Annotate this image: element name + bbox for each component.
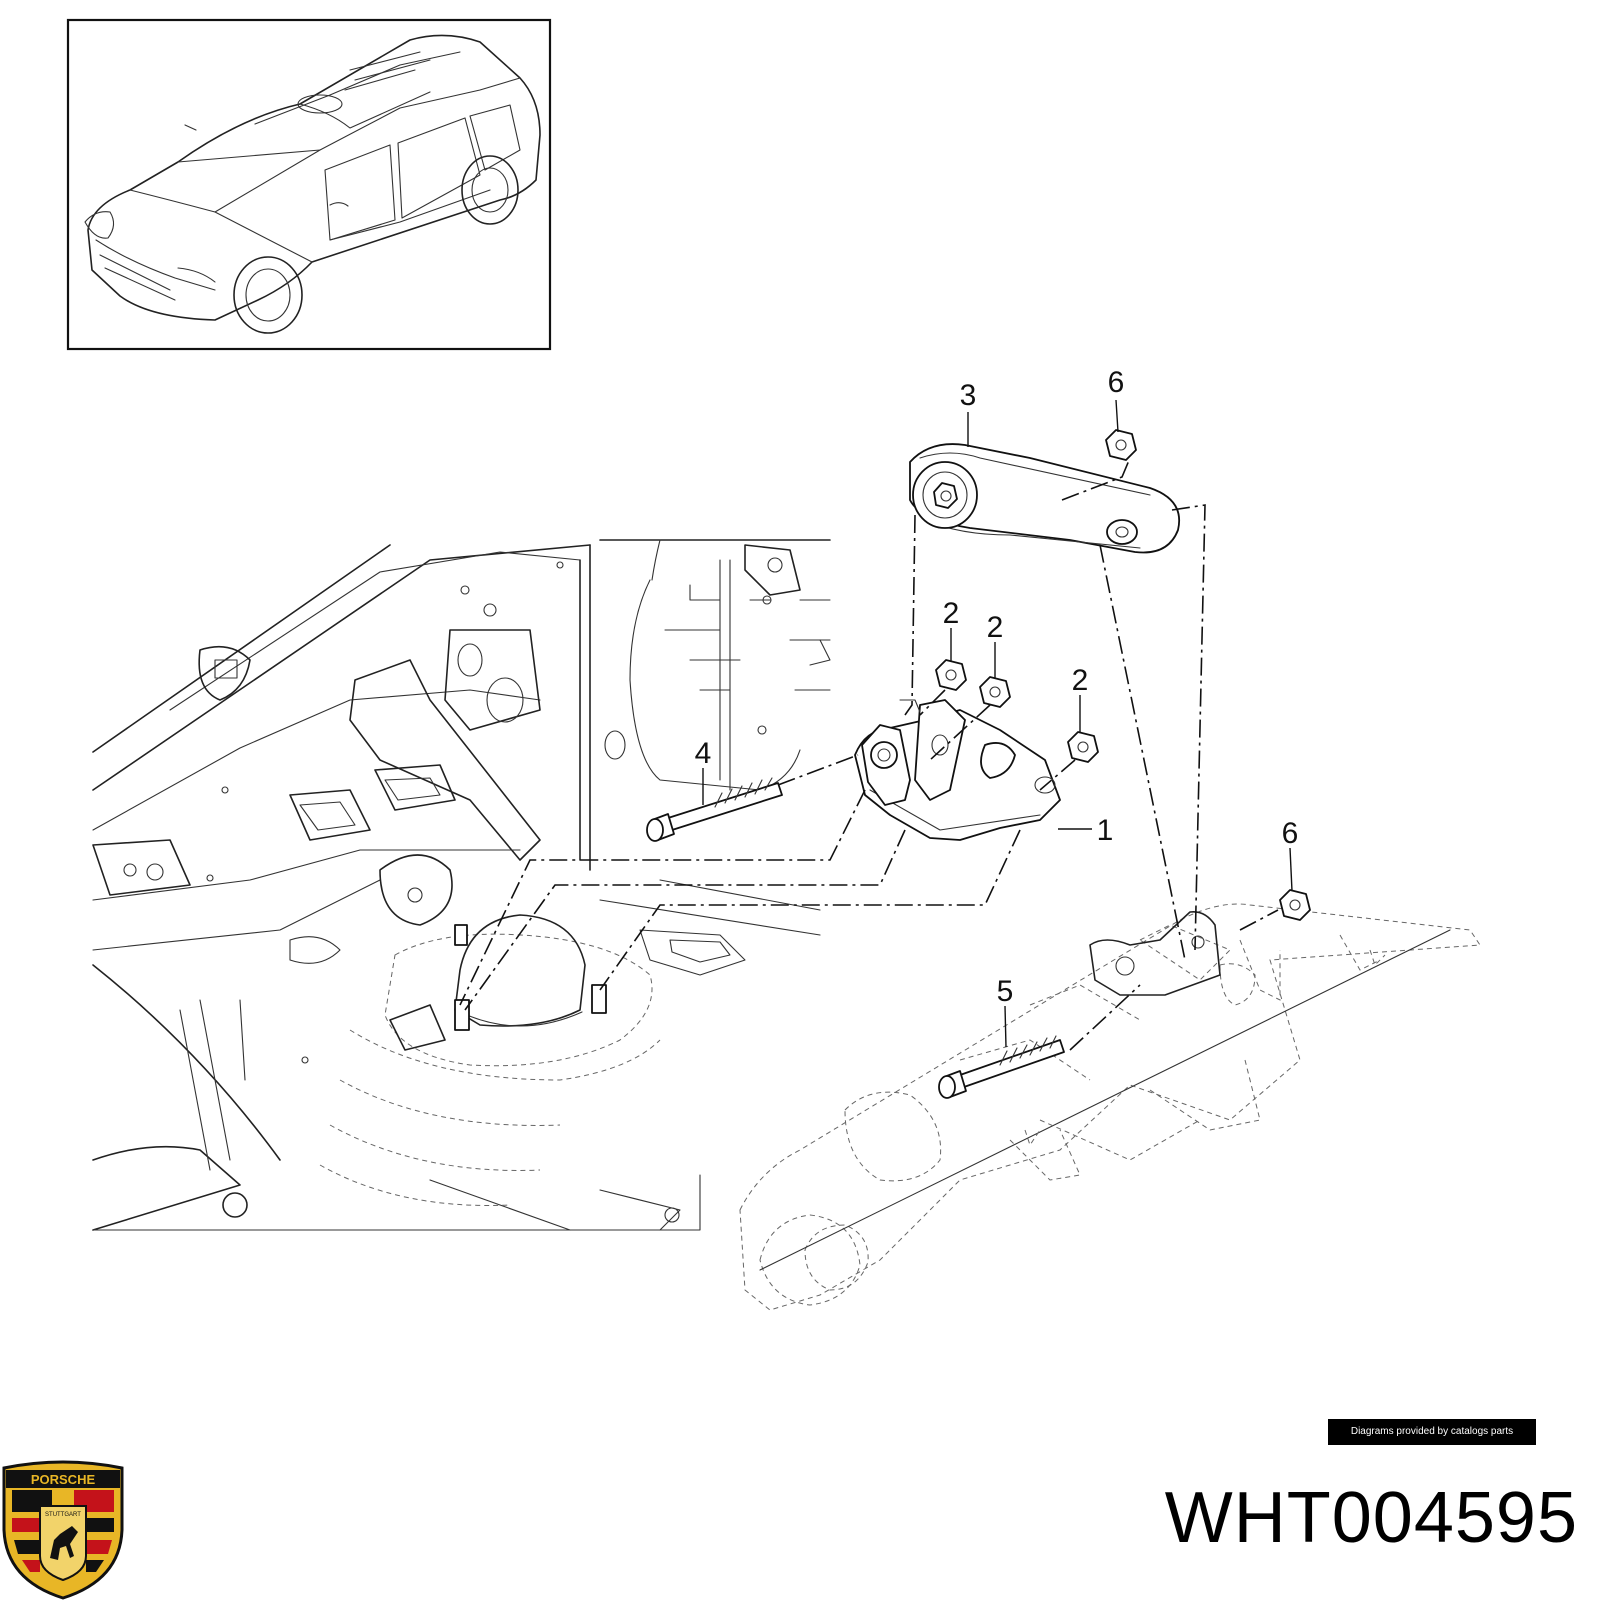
- part-number: WHT004595: [1164, 1478, 1578, 1558]
- nut-2a: [935, 659, 967, 691]
- nut-6a: [1105, 429, 1137, 461]
- callout-numbers: 3 6 2 2 2 4 1 6 5: [695, 366, 1299, 1008]
- bolt-5: [938, 1035, 1065, 1099]
- crest-city-text: STUTTGART: [45, 1512, 81, 1518]
- callout-2a: 2: [943, 597, 960, 630]
- body-structure: [92, 544, 821, 1231]
- porsche-crest-icon: PORSCHE STUTTGART: [2, 1460, 124, 1600]
- firewall-detail: [599, 539, 831, 791]
- callout-6b: 6: [1282, 817, 1299, 850]
- assembly-leaders: [459, 457, 1279, 1051]
- callout-6a: 6: [1108, 366, 1125, 399]
- diagram-credit-badge: Diagrams provided by catalogs parts: [1328, 1419, 1536, 1445]
- callout-5: 5: [997, 975, 1014, 1008]
- callout-2c: 2: [1072, 664, 1089, 697]
- nut-2b: [979, 676, 1011, 708]
- nut-2c: [1067, 731, 1099, 763]
- callout-lines: [702, 399, 1293, 1048]
- suv-outline-icon: [84, 34, 541, 334]
- transmission-assembly: [739, 903, 1481, 1311]
- callout-1: 1: [1097, 814, 1114, 847]
- callout-3: 3: [960, 379, 977, 412]
- engine-mount-part: [854, 699, 1061, 841]
- callout-2b: 2: [987, 611, 1004, 644]
- torque-arm-part: [909, 443, 1180, 554]
- nut-6b: [1279, 889, 1311, 921]
- callout-4: 4: [695, 737, 712, 770]
- bolt-4: [646, 777, 783, 842]
- vehicle-inset: [66, 18, 552, 351]
- crest-brand-text: PORSCHE: [31, 1472, 96, 1487]
